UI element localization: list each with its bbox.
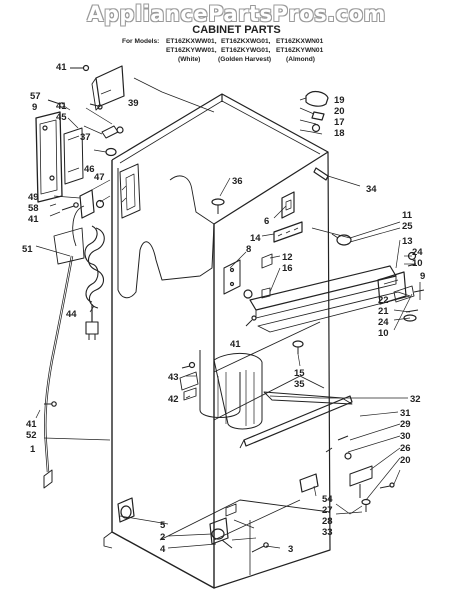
callout-3: 3 — [288, 544, 293, 555]
callout-21: 21 — [378, 306, 389, 317]
door-stop-button — [331, 233, 352, 246]
watermark: AppliancePartsPros.com — [87, 2, 386, 26]
models-lead: For Models: — [122, 38, 160, 45]
callout-13: 13 — [402, 236, 413, 247]
callout-12: 12 — [282, 252, 293, 263]
diagram-title: CABINET PARTS — [192, 24, 281, 36]
callout-30: 30 — [400, 431, 411, 442]
callout-35: 35 — [294, 379, 305, 390]
evaporator-clips — [179, 371, 199, 401]
cold-control-housing — [119, 163, 141, 219]
control-panel — [35, 111, 84, 203]
callout-4: 4 — [160, 544, 166, 555]
callout-41: 41 — [56, 101, 67, 112]
callout-26: 26 — [400, 443, 411, 454]
model-5: ET16ZKYWG01, — [221, 47, 271, 54]
shelf-supports — [223, 191, 303, 299]
cabinet-shell — [103, 93, 331, 589]
callout-22: 22 — [378, 295, 389, 306]
door-stop-pin — [313, 167, 329, 181]
model-4: ET16ZKYWW01, — [166, 47, 217, 54]
callout-24: 24 — [378, 317, 389, 328]
callout-47: 47 — [94, 172, 105, 183]
callout-11: 11 — [402, 210, 413, 221]
bottom-hinge — [299, 435, 395, 512]
callout-51: 51 — [22, 244, 33, 255]
callout-45: 45 — [56, 112, 67, 123]
callout-28: 28 — [322, 516, 333, 527]
callout-20: 20 — [400, 455, 411, 466]
drain-tube — [43, 227, 85, 489]
callout-15: 15 — [294, 368, 305, 379]
callout-10: 10 — [412, 258, 423, 269]
callout-24: 24 — [412, 247, 423, 258]
callout-8: 8 — [246, 244, 251, 255]
callout-52: 52 — [26, 430, 37, 441]
callout-57: 57 — [30, 91, 41, 102]
callout-19: 19 — [334, 95, 345, 106]
callout-18: 18 — [334, 128, 345, 139]
color-white: (White) — [178, 56, 201, 63]
screws-41 — [44, 64, 257, 407]
callout-25: 25 — [402, 221, 413, 232]
callout-9: 9 — [420, 271, 425, 282]
callout-9: 9 — [32, 102, 37, 113]
callout-41: 41 — [26, 419, 37, 430]
callout-27: 27 — [322, 505, 333, 516]
callout-33: 33 — [322, 527, 333, 538]
color-almond: (Almond) — [286, 56, 315, 63]
power-cord — [84, 225, 105, 340]
callout-29: 29 — [400, 419, 411, 430]
roller-assembly — [117, 497, 269, 553]
callout-1: 1 — [30, 444, 36, 455]
callout-41: 41 — [230, 339, 241, 350]
callout-31: 31 — [400, 408, 411, 419]
model-3: ET16ZKXWN01 — [276, 38, 324, 45]
callout-17: 17 — [334, 117, 345, 128]
model-list: For Models: ET16ZKXWW01, ET16ZKXWG01, ET… — [86, 37, 446, 64]
callout-54: 54 — [322, 494, 333, 505]
callout-2: 2 — [160, 532, 165, 543]
callout-39: 39 — [128, 98, 139, 109]
callout-43: 43 — [168, 372, 179, 383]
model-1: ET16ZKXWW01, — [166, 38, 217, 45]
top-hinge — [305, 90, 329, 135]
color-golden-harvest: (Golden Harvest) — [218, 56, 272, 63]
callout-14: 14 — [250, 233, 261, 244]
callout-10: 10 — [378, 328, 389, 339]
plug-connector — [72, 189, 105, 247]
shelf-rail — [249, 265, 411, 405]
callout-41: 41 — [56, 62, 67, 73]
callout-44: 44 — [66, 309, 77, 320]
callout-32: 32 — [410, 394, 421, 405]
callout-37: 37 — [80, 132, 91, 143]
leader-lines — [35, 77, 416, 549]
callout-41: 41 — [28, 214, 39, 225]
grommet — [105, 147, 117, 157]
callout-5: 5 — [160, 520, 166, 531]
callout-6: 6 — [264, 216, 269, 227]
callout-42: 42 — [168, 394, 179, 405]
callout-34: 34 — [366, 184, 377, 195]
wire-clip — [101, 125, 124, 139]
model-6: ET16ZKYWN01 — [276, 47, 324, 54]
callout-16: 16 — [282, 263, 293, 274]
model-2: ET16ZKXWG01, — [221, 38, 271, 45]
mullion-bar — [239, 395, 353, 449]
screw-35 — [292, 340, 304, 354]
callout-labels: 41 39 57 9 41 45 37 46 47 49 58 41 51 44… — [22, 62, 425, 555]
callout-20: 20 — [334, 106, 345, 117]
callout-58: 58 — [28, 203, 39, 214]
callout-49: 49 — [28, 192, 39, 203]
callout-46: 46 — [84, 164, 95, 175]
screw-36 — [211, 198, 225, 214]
callout-36: 36 — [232, 176, 243, 187]
top-bracket — [91, 65, 125, 111]
